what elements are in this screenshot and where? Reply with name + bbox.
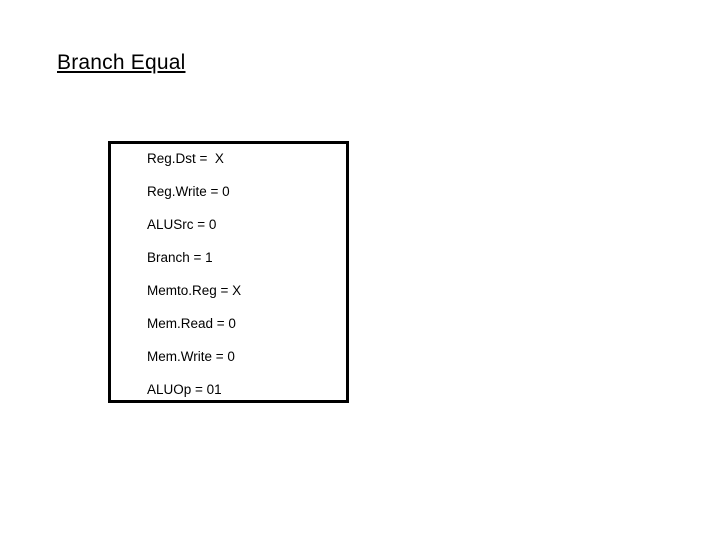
control-signal-box: Reg.Dst = X Reg.Write = 0 ALUSrc = 0 Bra… (108, 141, 349, 403)
list-item: Memto.Reg = X (147, 283, 242, 298)
list-item: ALUOp = 01 (147, 382, 222, 397)
list-item: Mem.Read = 0 (147, 316, 236, 331)
control-signal-list: Reg.Dst = X Reg.Write = 0 ALUSrc = 0 Bra… (147, 152, 342, 416)
list-item: Reg.Write = 0 (147, 184, 230, 199)
page-title: Branch Equal (57, 51, 186, 74)
list-item: Branch = 1 (147, 250, 213, 265)
list-item: Reg.Dst = X (147, 151, 224, 166)
list-item: Mem.Write = 0 (147, 349, 235, 364)
list-item: ALUSrc = 0 (147, 217, 217, 232)
